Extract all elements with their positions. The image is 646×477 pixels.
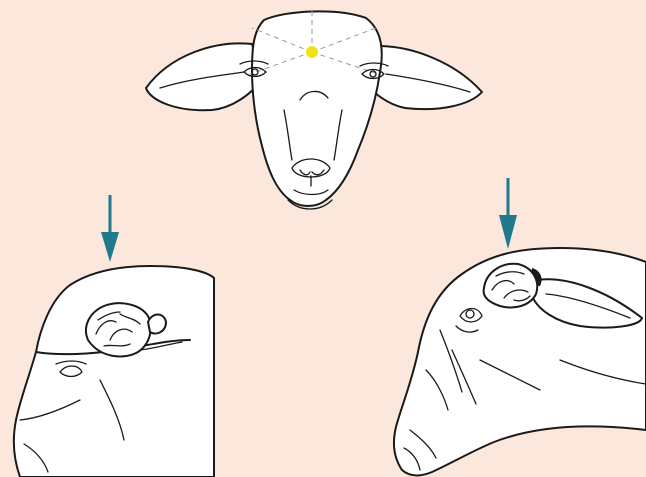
sheep-head-right-profile — [394, 248, 646, 476]
target-point-marker — [306, 46, 318, 58]
wool-cap — [14, 266, 214, 477]
left-ear — [146, 43, 262, 110]
arrow-right-profile — [499, 178, 517, 249]
arrow-left-profile — [101, 195, 119, 262]
sheep-head-left-profile — [14, 266, 214, 477]
sheep-head-front-view — [146, 8, 482, 209]
